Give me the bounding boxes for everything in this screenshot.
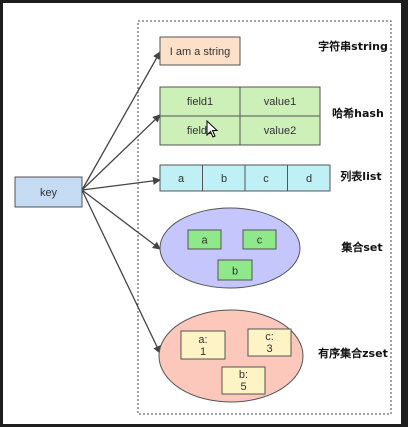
key-node: key bbox=[14, 176, 83, 208]
string-node: I am a string 字符串string bbox=[159, 36, 388, 66]
zset-node: a: 1 c: 3 b: 5 有序集合zset bbox=[158, 309, 388, 403]
zset-member-name: a: bbox=[198, 334, 207, 346]
string-type-label: 字符串string bbox=[318, 39, 388, 53]
set-type-label: 集合set bbox=[340, 240, 382, 254]
list-item: a bbox=[178, 173, 185, 185]
hash-value-1: value1 bbox=[264, 96, 296, 108]
set-member: c bbox=[257, 235, 263, 247]
hash-type-label: 哈希hash bbox=[332, 106, 384, 120]
list-item: d bbox=[306, 173, 312, 185]
zset-member-score: 3 bbox=[266, 343, 272, 355]
set-node: a c b 集合set bbox=[159, 207, 383, 289]
arrow-to-set bbox=[81, 189, 161, 250]
set-ellipse bbox=[159, 207, 301, 289]
zset-member-name: c: bbox=[265, 331, 274, 343]
list-item: c bbox=[263, 173, 269, 185]
hash-value-2: value2 bbox=[264, 125, 296, 137]
list-type-label: 列表list bbox=[340, 169, 381, 183]
key-box bbox=[14, 176, 83, 208]
list-node: a b c d 列表list bbox=[159, 164, 382, 192]
string-value: I am a string bbox=[170, 46, 231, 58]
arrows bbox=[81, 51, 161, 354]
hash-node: field1 value1 field2 value2 哈希hash bbox=[159, 86, 384, 146]
arrow-to-list bbox=[81, 176, 161, 191]
arrow-to-hash bbox=[81, 114, 161, 191]
zset-member-score: 1 bbox=[200, 346, 206, 358]
hash-field-1: field1 bbox=[187, 96, 213, 108]
zset-member-score: 5 bbox=[240, 381, 246, 393]
value-container bbox=[137, 20, 392, 415]
set-member: a bbox=[201, 235, 208, 247]
arrow-to-zset bbox=[81, 189, 161, 354]
list-item: b bbox=[221, 173, 227, 185]
string-box bbox=[159, 36, 241, 66]
zset-type-label: 有序集合zset bbox=[318, 346, 388, 360]
arrow-to-string bbox=[81, 51, 161, 191]
set-member: b bbox=[232, 266, 238, 278]
zset-member-name: b: bbox=[239, 369, 248, 381]
mouse-cursor-icon bbox=[206, 119, 219, 138]
key-label: key bbox=[40, 187, 58, 199]
